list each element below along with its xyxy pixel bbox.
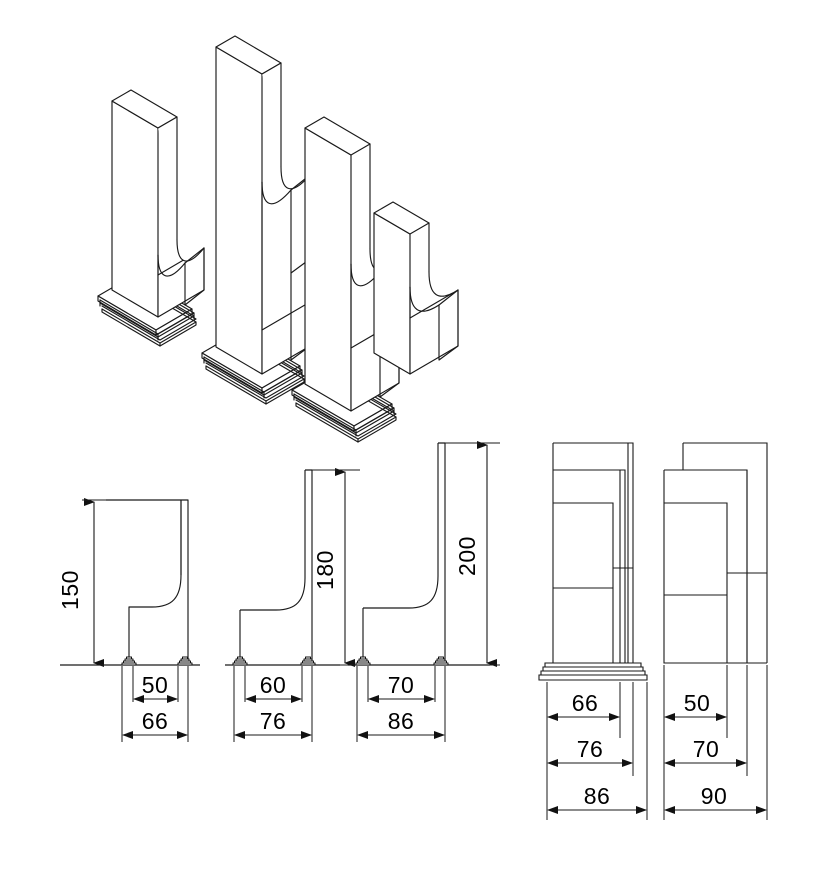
dim-200 (443, 441, 500, 667)
dim-label-86: 86 (388, 708, 415, 734)
dim-stack-elev200 (356, 666, 446, 742)
dim-150 (82, 498, 150, 667)
dim-label-side-86: 86 (584, 783, 611, 809)
dim-label-150: 150 (57, 570, 83, 610)
elevation-view-200 (348, 441, 500, 667)
dim-stack-elev180 (233, 666, 313, 742)
dim-label-60: 60 (260, 672, 287, 698)
dim-label-side-76: 76 (577, 736, 604, 762)
dim-label-180: 180 (312, 550, 338, 590)
dim-label-50: 50 (142, 672, 169, 698)
isometric-assembly-view (97, 35, 459, 443)
dim-label-76: 76 (260, 708, 287, 734)
side-left-plinth (538, 662, 648, 681)
iso-bracket-4 (373, 201, 459, 375)
dim-stack-side-left (546, 682, 648, 820)
dim-label-side-90: 90 (701, 783, 728, 809)
dim-label-side-50: 50 (684, 690, 711, 716)
side-view-right (663, 442, 768, 664)
dim-label-200: 200 (454, 536, 480, 576)
dim-stack-side-right (663, 665, 768, 820)
elevation-view-150 (60, 498, 200, 667)
dim-label-side-70: 70 (693, 736, 720, 762)
side-view-left (538, 442, 648, 681)
iso-bracket-2 (201, 35, 311, 405)
dim-stack-elev150 (121, 666, 189, 742)
dim-label-66: 66 (142, 708, 169, 734)
iso-bracket-1 (97, 89, 205, 347)
dim-label-side-66: 66 (572, 690, 599, 716)
dim-label-70: 70 (388, 672, 415, 698)
